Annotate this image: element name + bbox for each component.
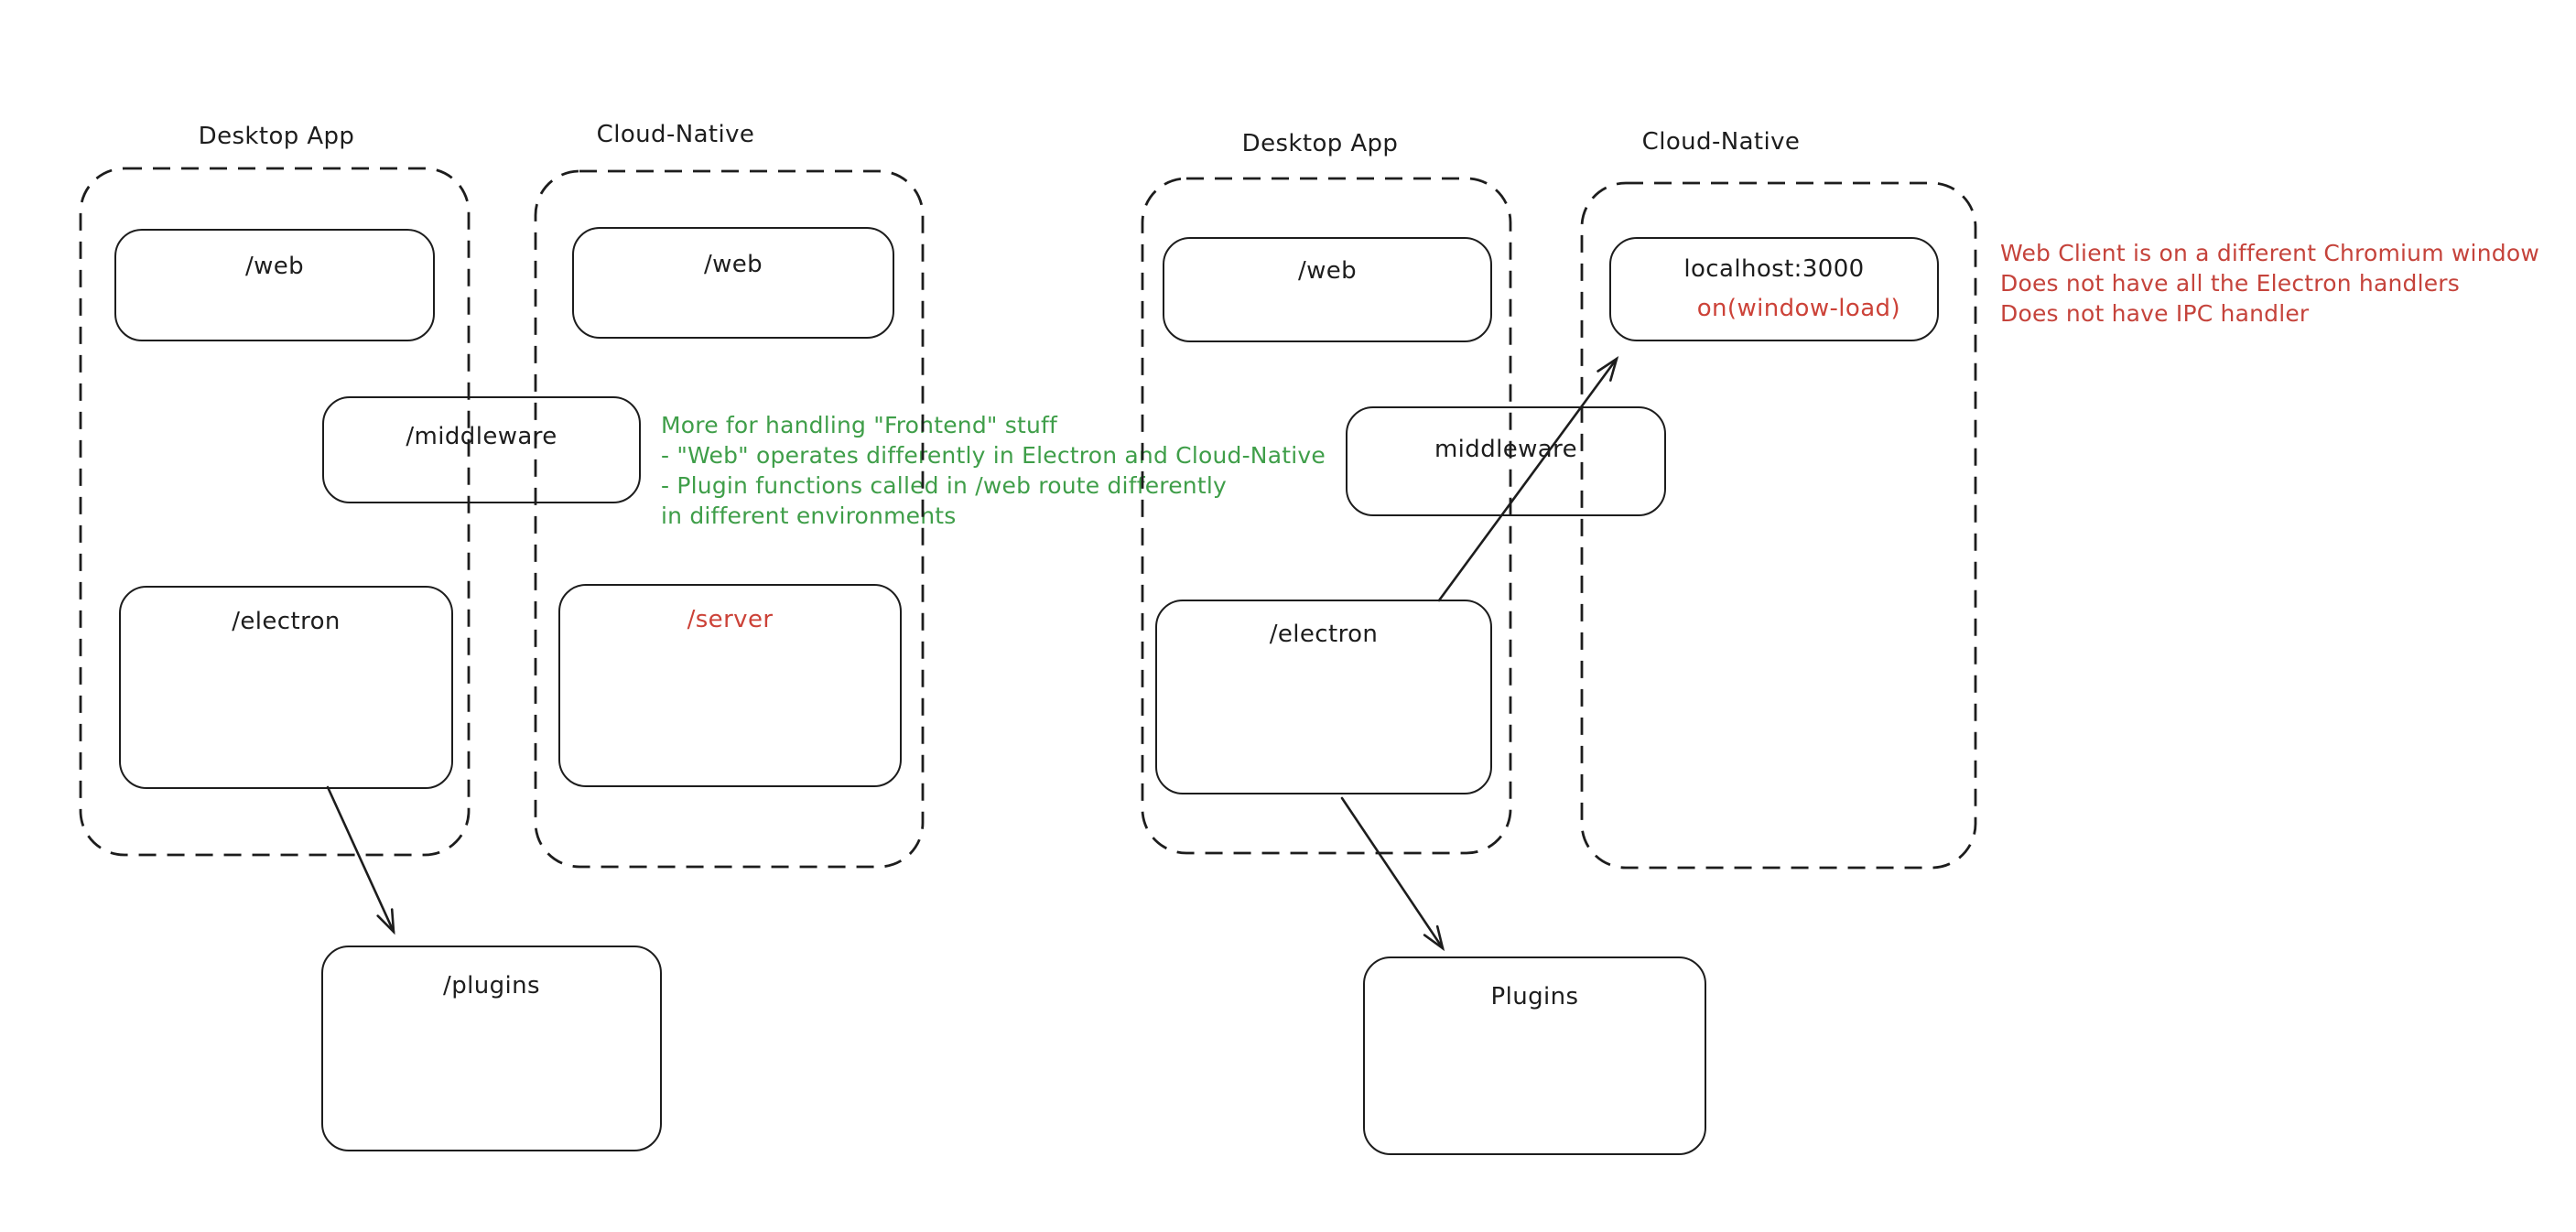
right-plugins-label: Plugins [1490, 983, 1579, 1010]
left-server-label: /server [687, 606, 774, 633]
right-web-label: /web [1297, 257, 1358, 285]
left-web-desktop-label: /web [244, 253, 305, 280]
right-cloud-title: Cloud-Native [1641, 128, 1801, 156]
arrow-head [1423, 924, 1445, 952]
left-plugins-box [321, 946, 662, 1151]
right-localhost-label: localhost:3000 [1683, 255, 1865, 283]
right-web-box [1163, 237, 1492, 342]
right-desktop-title: Desktop App [1241, 130, 1399, 157]
left-web-cloud-label: /web [703, 251, 763, 278]
green-annotation-line: - "Web" operates differently in Electron… [661, 442, 1326, 469]
red-annotation: Web Client is on a different Chromium wi… [2000, 238, 2539, 329]
left-web-desktop-box [114, 229, 435, 341]
left-web-cloud-box [572, 227, 894, 339]
right-localhost-box [1609, 237, 1939, 341]
arrow-shaft [1340, 796, 1445, 950]
left-electron-label: /electron [232, 608, 341, 635]
red-annotation-line: Does not have all the Electron handlers [2000, 270, 2461, 297]
left-middleware-label: /middleware [406, 423, 557, 450]
arrow-right-electron-to-plugins [1340, 796, 1445, 952]
right-middleware-label: middleware [1434, 436, 1578, 463]
green-annotation: More for handling "Frontend" stuff - "We… [661, 410, 1326, 531]
right-plugins-box [1363, 956, 1706, 1155]
right-electron-label: /electron [1269, 621, 1379, 648]
arrow-left-electron-to-plugins [326, 785, 395, 935]
arrow-head [1596, 355, 1619, 382]
left-cloud-title: Cloud-Native [596, 121, 755, 148]
green-annotation-line: in different environments [661, 503, 957, 529]
red-annotation-line: Web Client is on a different Chromium wi… [2000, 240, 2539, 266]
left-desktop-title: Desktop App [198, 123, 355, 150]
arrow-shaft [326, 785, 395, 934]
right-on-window-load-label: on(window-load) [1696, 295, 1900, 322]
arrow-head [376, 908, 395, 935]
green-annotation-line: More for handling "Frontend" stuff [661, 412, 1058, 438]
left-plugins-label: /plugins [443, 972, 540, 1000]
green-annotation-line: - Plugin functions called in /web route … [661, 472, 1227, 499]
red-annotation-line: Does not have IPC handler [2000, 300, 2310, 327]
